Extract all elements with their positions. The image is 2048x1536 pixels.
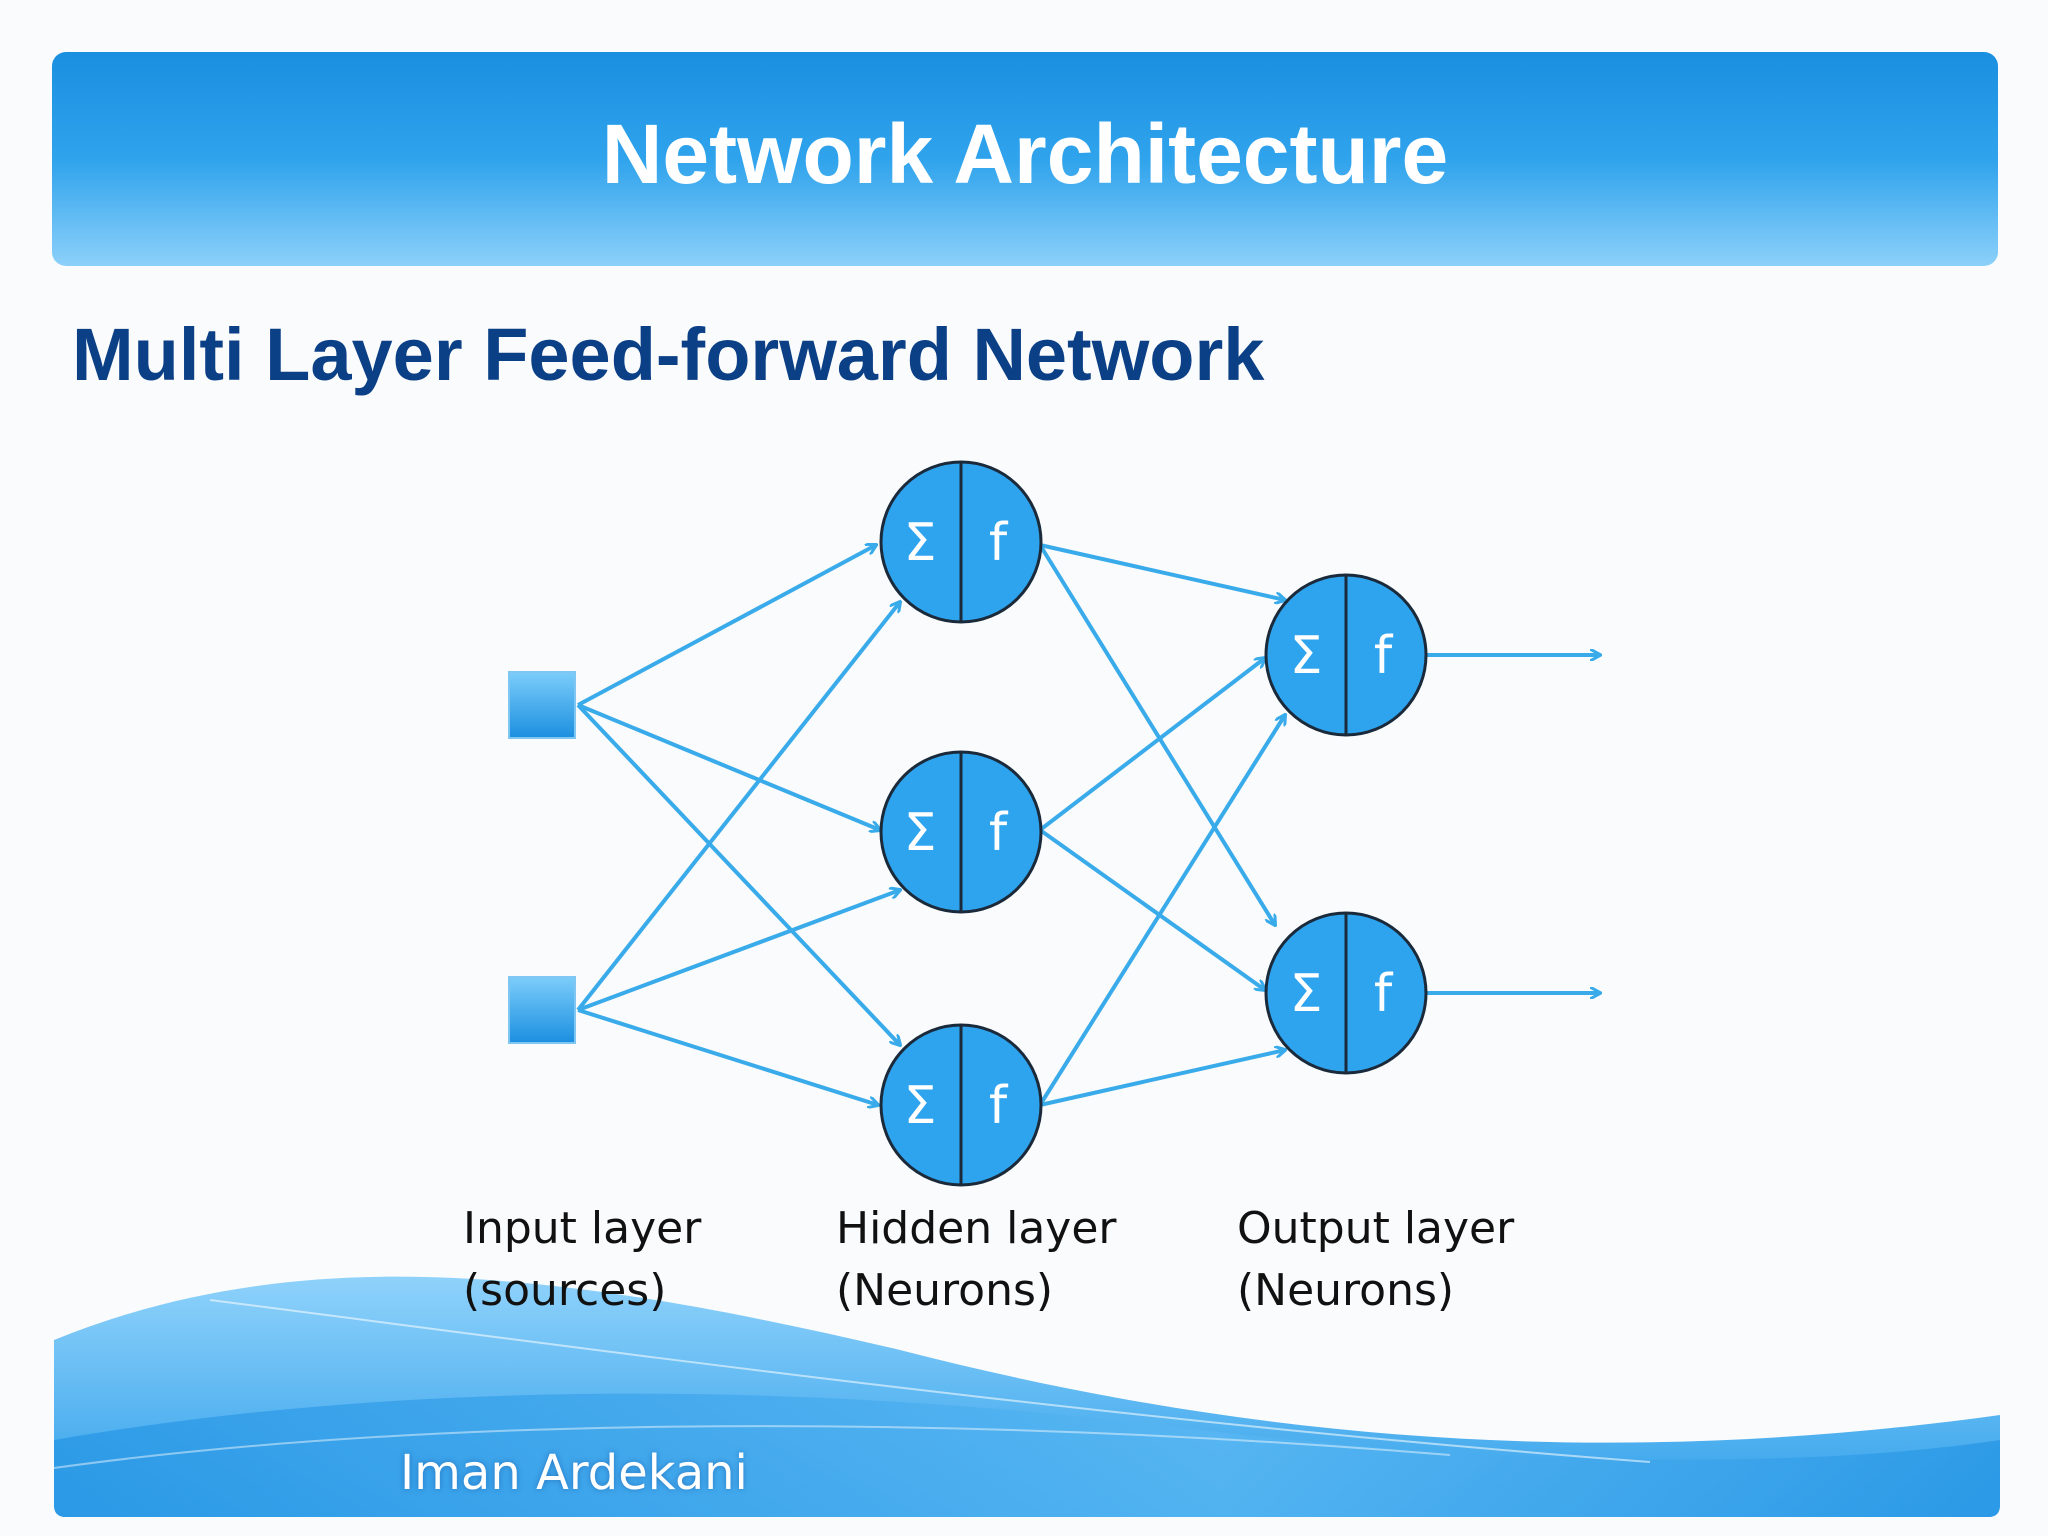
neuron-sum-symbol: Σ [904,1076,937,1136]
arrow-hidden1-output2 [1038,543,1275,925]
input-source-node [508,976,576,1044]
hidden-neuron: Σ f [879,1023,1043,1187]
hidden-layer-label-line2: (Neurons) [836,1265,1054,1316]
arrow-hidden1-output1 [1039,543,1285,600]
neuron-sum-symbol: Σ [904,513,937,573]
arrow-hidden3-output1 [1038,715,1285,1107]
title-banner: Network Architecture [52,52,1998,266]
neuron-sum-symbol: Σ [904,803,937,863]
output-layer: Σ f Σ f [1264,573,1428,1075]
arrow-input2-hidden3 [577,1008,878,1105]
arrow-input2-hidden2 [577,890,900,1012]
arrow-input1-hidden1 [577,545,876,707]
input-layer-label-line2: (sources) [463,1265,667,1316]
neuron-activation-symbol: f [989,1076,1009,1136]
output-layer-label-line1: Output layer [1237,1203,1515,1254]
output-layer-label: Output layer (Neurons) [1237,1198,1514,1322]
input-layer-label: Input layer (sources) [463,1198,701,1322]
neuron-activation-symbol: f [989,513,1009,573]
neuron-activation-symbol: f [989,803,1009,863]
arrow-input2-hidden1 [576,602,900,1012]
author-name: Iman Ardekani [400,1445,748,1501]
arrow-input1-hidden3 [576,703,900,1045]
input-layer-label-line1: Input layer [463,1203,702,1254]
arrow-hidden2-output2 [1038,828,1265,990]
arrow-hidden2-output1 [1038,658,1265,832]
hidden-neuron: Σ f [879,460,1043,624]
neuron-activation-symbol: f [1374,964,1394,1024]
output-neuron: Σ f [1264,911,1428,1075]
arrow-input1-hidden2 [577,703,880,830]
neuron-sum-symbol: Σ [1290,626,1323,686]
output-neuron: Σ f [1264,573,1428,737]
output-layer-label-line2: (Neurons) [1237,1265,1455,1316]
slide-subtitle: Multi Layer Feed-forward Network [72,313,1265,396]
neuron-sum-symbol: Σ [1290,964,1323,1024]
input-layer [508,671,576,1044]
hidden-layer-label-line1: Hidden layer [836,1203,1117,1254]
hidden-layer: Σ f Σ f Σ f [879,460,1043,1187]
arrow-hidden3-output2 [1039,1050,1285,1107]
slide-title: Network Architecture [601,106,1449,201]
hidden-layer-label: Hidden layer (Neurons) [836,1198,1117,1322]
connection-arrows [576,543,1600,1107]
hidden-neuron: Σ f [879,750,1043,914]
input-source-node [508,671,576,739]
neuron-activation-symbol: f [1374,626,1394,686]
